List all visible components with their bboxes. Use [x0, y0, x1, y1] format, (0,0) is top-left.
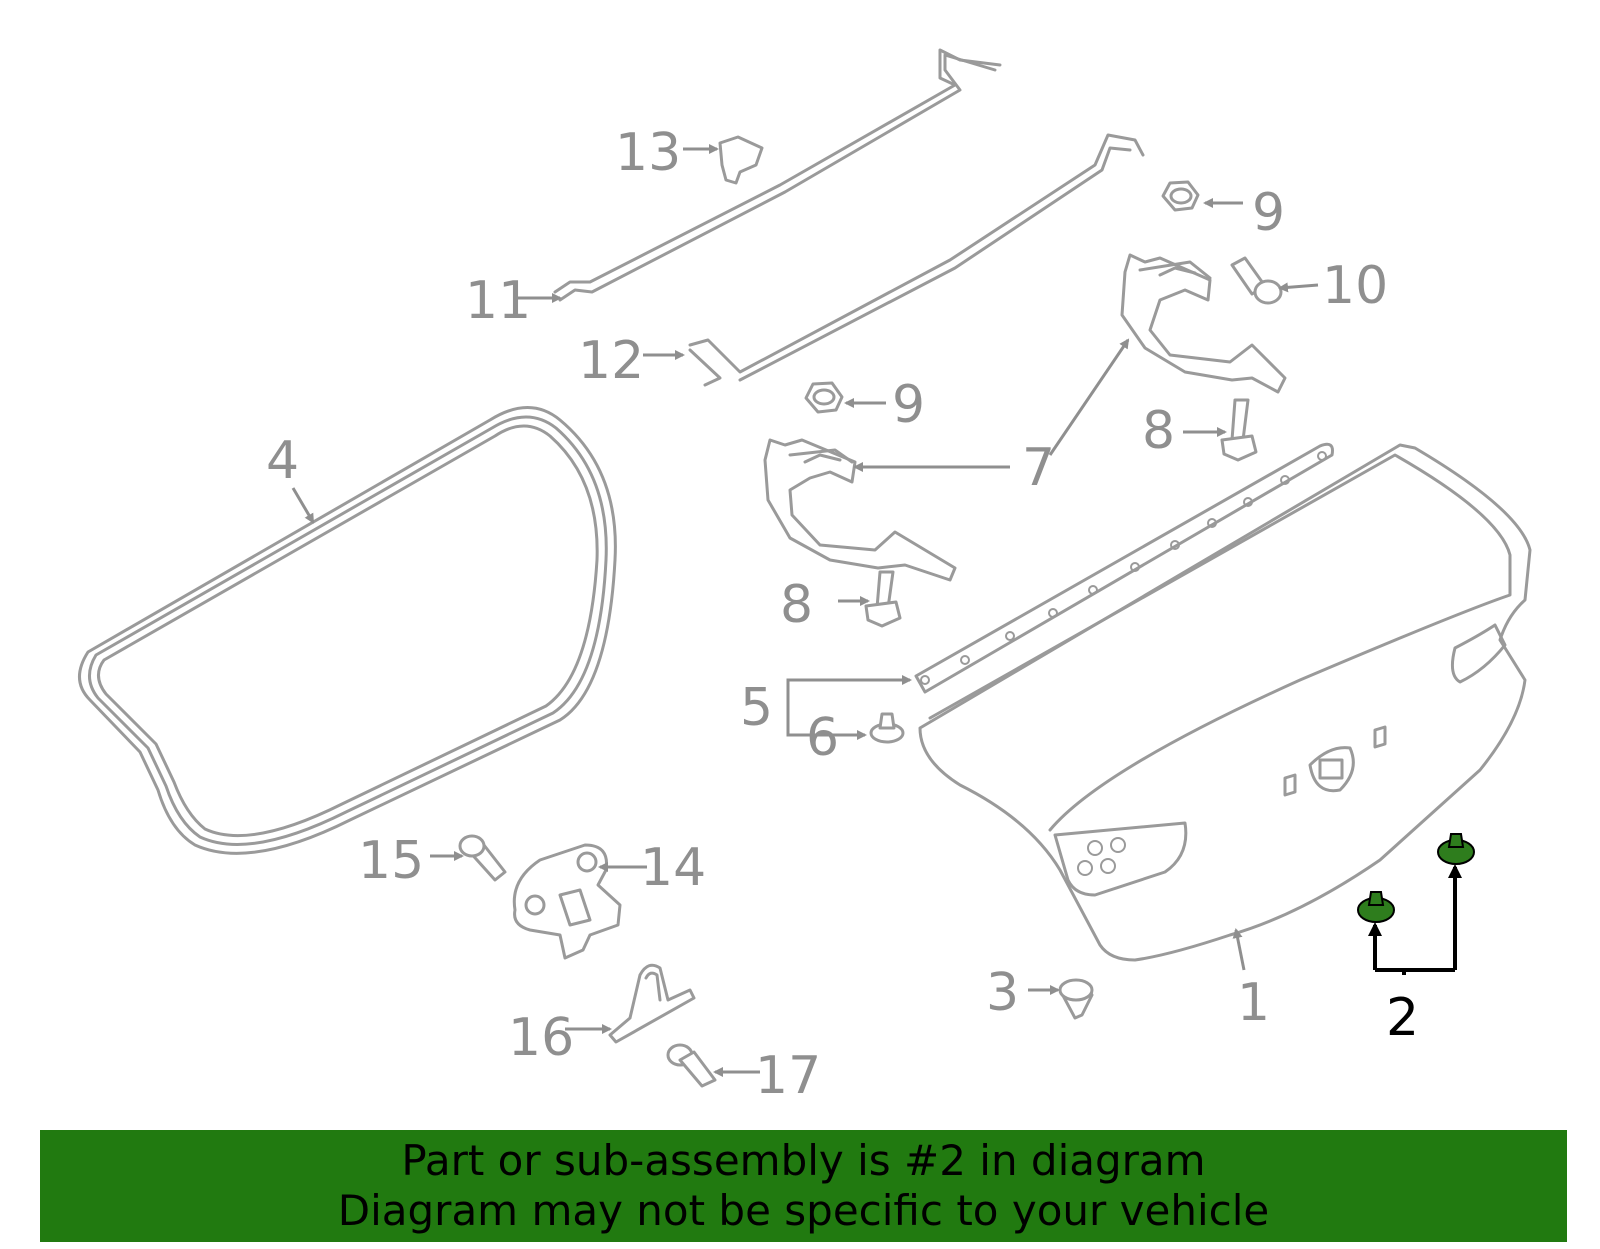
part-7-hinge-upper — [1120, 253, 1287, 394]
part-16-bracket — [608, 963, 696, 1044]
callout-5: 5 — [740, 678, 773, 738]
part-4-weatherstrip — [78, 406, 617, 855]
callout-labels: 1 2 3 4 5 6 7 8 8 9 9 10 11 12 13 14 15 … — [266, 123, 1419, 1106]
banner-line-1: Part or sub-assembly is #2 in diagram — [401, 1136, 1206, 1185]
part-8-bolt-upper — [1220, 398, 1258, 462]
part-1-trunk-lid — [918, 443, 1532, 962]
part-2-bumper-upper — [1437, 833, 1475, 865]
callout-4: 4 — [266, 431, 299, 491]
callout-15: 15 — [358, 831, 424, 891]
part-15-bolt — [458, 834, 507, 882]
part-2-bumper-lower — [1357, 891, 1395, 923]
part-14-latch — [512, 843, 622, 960]
callout-9-upper: 9 — [1252, 183, 1285, 243]
leader-part-2 — [1368, 864, 1462, 975]
callout-8-lower: 8 — [780, 575, 813, 635]
callout-3: 3 — [986, 963, 1019, 1023]
part-9-nut-lower — [804, 381, 844, 414]
part-3-grommet — [1058, 978, 1094, 1020]
banner-line-2: Diagram may not be specific to your vehi… — [337, 1186, 1270, 1235]
callout-1: 1 — [1237, 973, 1270, 1033]
callout-9-lower: 9 — [892, 375, 925, 435]
part-12-support-rod — [688, 133, 1145, 387]
part-6-clip — [869, 712, 905, 744]
info-banner: Part or sub-assembly is #2 in diagram Di… — [40, 1130, 1567, 1242]
part-5-molding — [914, 442, 1334, 694]
callout-6: 6 — [806, 708, 839, 768]
part-7-hinge-lower — [763, 438, 957, 582]
callout-8-upper: 8 — [1142, 401, 1175, 461]
leader-lines — [291, 144, 1319, 1077]
part-9-nut-upper — [1161, 180, 1200, 212]
callout-16: 16 — [508, 1008, 574, 1068]
callout-12: 12 — [578, 331, 644, 391]
part-13-clip — [718, 135, 764, 185]
callout-13: 13 — [615, 123, 681, 183]
callout-17: 17 — [755, 1046, 821, 1106]
part-10-bolt — [1230, 256, 1283, 305]
callout-10: 10 — [1322, 256, 1388, 316]
callout-14: 14 — [640, 838, 706, 898]
callout-11: 11 — [465, 271, 531, 331]
part-17-bolt — [666, 1043, 717, 1088]
callout-7: 7 — [1022, 438, 1055, 498]
callout-2: 2 — [1386, 988, 1419, 1048]
part-8-bolt-lower — [864, 570, 902, 628]
part-11-support-rod — [553, 48, 1002, 302]
